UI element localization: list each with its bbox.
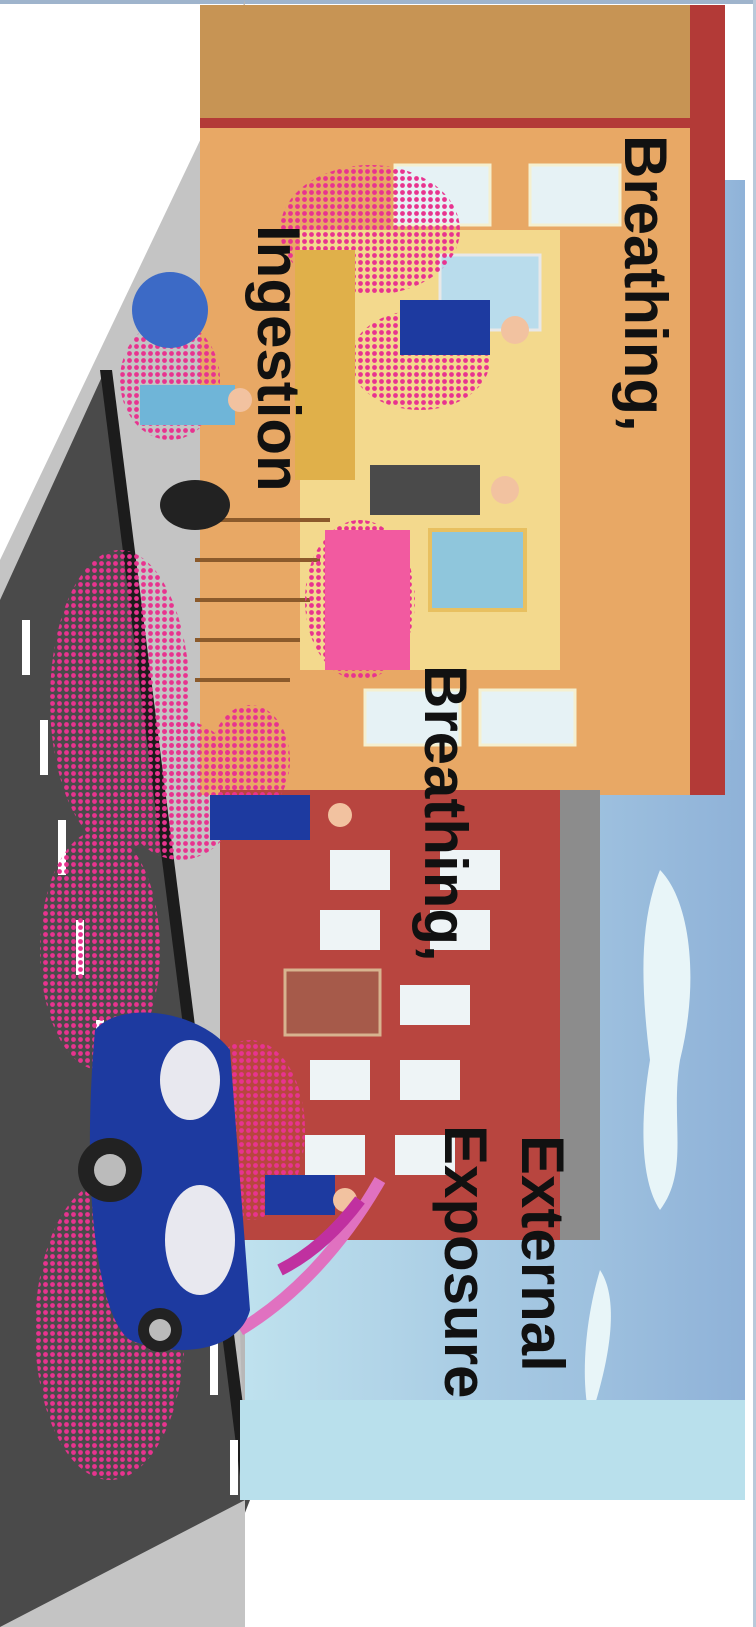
ground-right (240, 1400, 745, 1500)
tan-house-eave (200, 118, 725, 128)
label-breathing-top: Breathing, (615, 135, 675, 432)
ball (132, 272, 208, 348)
room-window (430, 530, 525, 610)
label-ingestion: Ingestion (248, 225, 308, 492)
tan-house-roof (200, 5, 725, 125)
table (325, 530, 410, 670)
front-door (285, 970, 380, 1035)
dog (160, 480, 230, 530)
label-external: External (512, 1135, 572, 1372)
label-exposure: Exposure (435, 1125, 495, 1398)
label-breathing-middle: Breathing, (415, 665, 475, 962)
